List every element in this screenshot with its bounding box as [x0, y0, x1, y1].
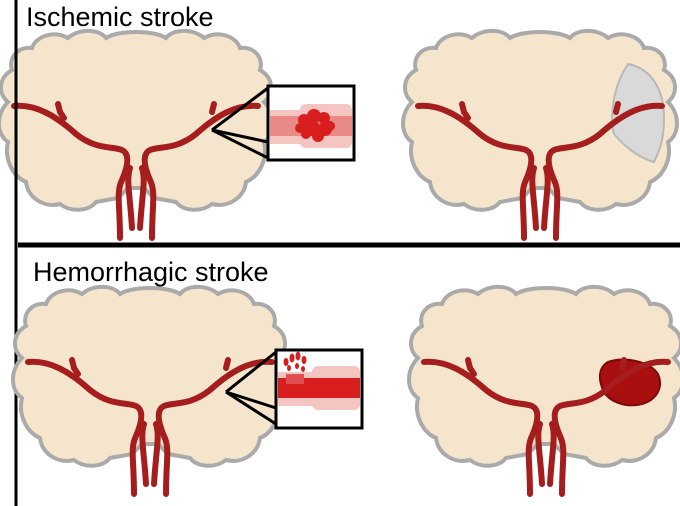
- hemorrhage-region: [600, 360, 660, 406]
- hemorrhagic-zoom-box: [276, 350, 362, 428]
- ischemic-stroke-title: Ischemic stroke: [26, 4, 214, 31]
- ischemic-zoom-box: [268, 86, 354, 160]
- hemorrhagic-brain-right: [409, 287, 680, 494]
- hemorrhagic-brain-left: [13, 287, 287, 494]
- hemorrhagic-stroke-title: Hemorrhagic stroke: [33, 259, 269, 286]
- ischemic-brain-right: [403, 31, 677, 238]
